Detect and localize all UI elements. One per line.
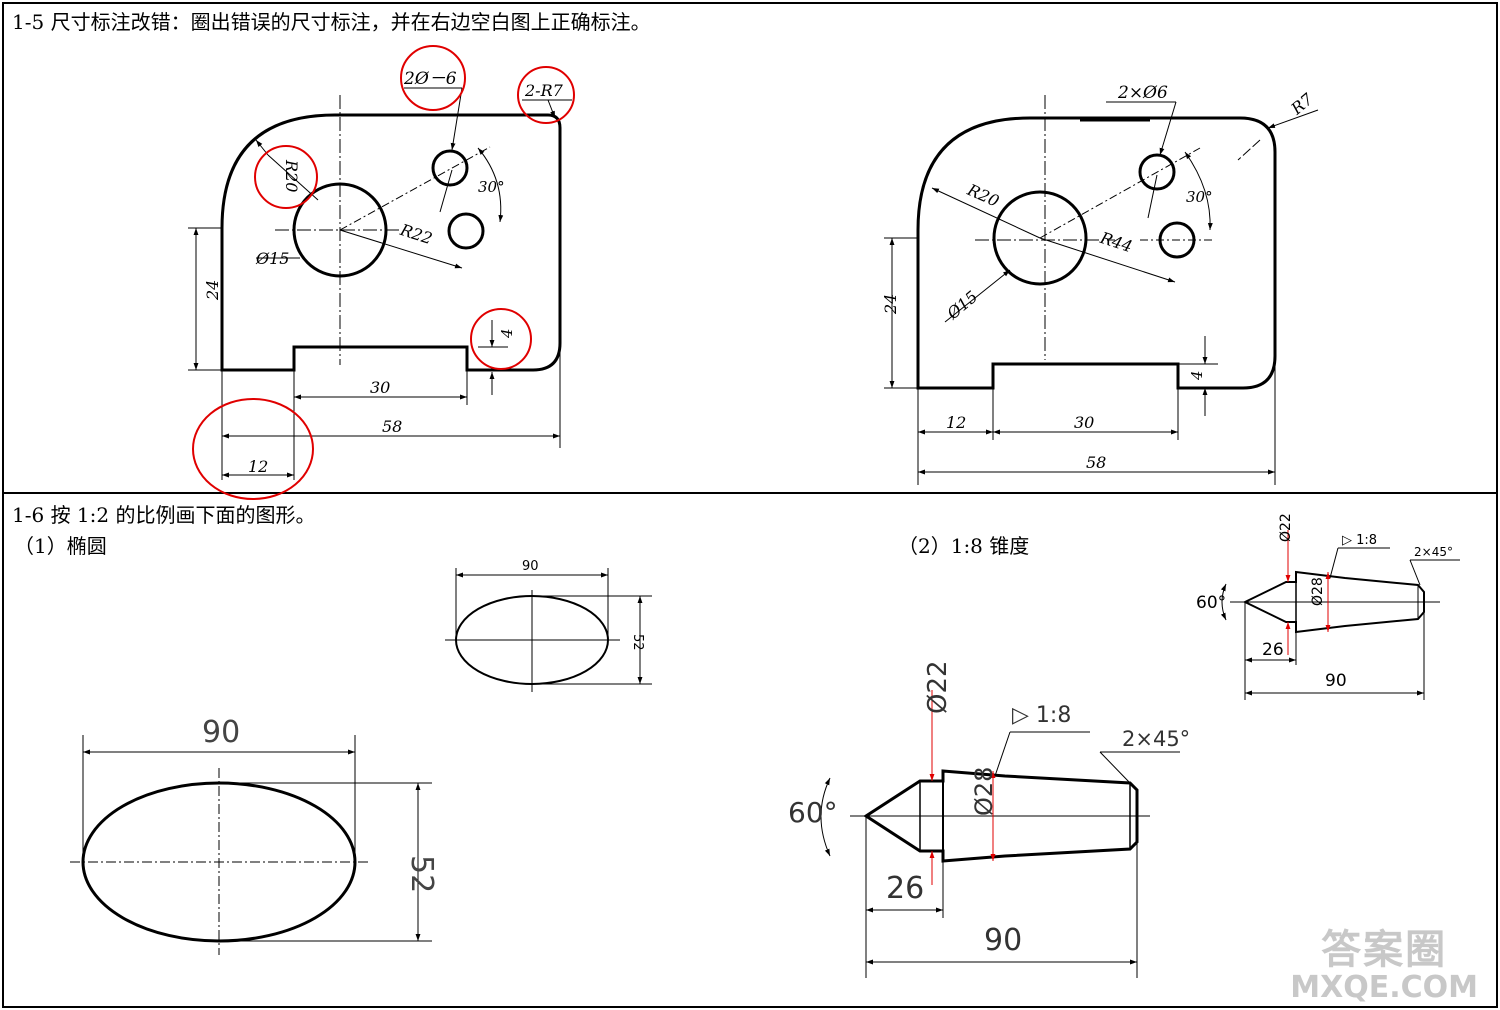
- error-circle-holes: [400, 45, 466, 111]
- ans-taper-d1-label: Ø22: [923, 660, 953, 714]
- ref-taper-total-label: 90: [1325, 671, 1347, 691]
- center-hole: [992, 190, 1088, 286]
- wrong-slot-width-label: 30: [370, 378, 390, 397]
- ans-taper-ratio-label: ▷ 1:8: [1012, 703, 1071, 728]
- ans-taper-d2-label: Ø28: [970, 767, 998, 816]
- ref-taper-ratio-label: ▷ 1:8: [1342, 533, 1377, 548]
- watermark-line-2: MXQE.COM: [1290, 970, 1478, 1005]
- part-2-label: （2）1:8 锥度: [898, 534, 1030, 558]
- correct-bolt-radius-label: R44: [1097, 228, 1135, 256]
- error-circle-step: [470, 308, 532, 370]
- wrong-total-width-label: 58: [382, 417, 402, 436]
- watermark: 答案圈 MXQE.COM: [1290, 928, 1478, 1004]
- ellipse-answer: 90 52: [70, 715, 439, 955]
- error-circle-corner: [517, 66, 575, 124]
- ans-taper-total-label: 90: [984, 923, 1022, 958]
- wrong-bolt-radius-label: R22: [397, 220, 435, 248]
- wrong-dimension-drawing: 2Ø－6 2-R7 R20 30° R22 Ø15 24 4 30 58 12: [188, 45, 575, 500]
- error-circle-arc: [254, 145, 318, 209]
- section-1-5-title: 1-5 尺寸标注改错：圈出错误的尺寸标注，并在右边空白图上正确标注。: [12, 10, 651, 34]
- wrong-left-step-label: 12: [248, 457, 268, 476]
- ans-taper-len1-label: 26: [886, 871, 924, 906]
- small-hole-1: [1138, 153, 1176, 191]
- ref-taper-d2-label: Ø28: [1310, 577, 1326, 606]
- center-hole: [292, 182, 388, 278]
- correct-slot-width-label: 30: [1074, 413, 1094, 432]
- ref-taper-d1-label: Ø22: [1278, 513, 1294, 542]
- correct-corner-radius-label: R7: [1287, 89, 1318, 119]
- ref-taper-angle-label: 60°: [1196, 593, 1226, 613]
- wrong-arc-radius-label: R20: [282, 159, 301, 192]
- taper-answer: Ø22 Ø28 ▷ 1:8 2×45° 60° 26 90: [788, 660, 1190, 978]
- correct-center-hole-label: Ø15: [943, 287, 982, 324]
- ref-taper-chamfer-label: 2×45°: [1414, 545, 1453, 559]
- error-circle-left-step: [192, 398, 314, 500]
- r22-leader: [339, 229, 463, 269]
- ans-ellipse-height-label: 52: [404, 855, 439, 893]
- correct-arc-radius-label: R20: [964, 180, 1002, 211]
- correct-holes-label: 2×Ø6: [1117, 83, 1168, 103]
- wrong-corner-radius-label: 2-R7: [524, 81, 564, 100]
- ans-taper-chamfer-label: 2×45°: [1122, 727, 1190, 751]
- ans-taper-angle-label: 60°: [788, 796, 838, 829]
- section-1-6-title: 1-6 按 1:2 的比例画下面的图形。: [12, 503, 316, 527]
- small-hole-2: [447, 212, 485, 250]
- ref-ellipse-width-label: 90: [522, 559, 539, 574]
- wrong-holes-label: 2Ø－6: [403, 69, 457, 89]
- wrong-height-label: 24: [203, 280, 222, 301]
- small-hole-1: [431, 149, 469, 187]
- correct-angle-label: 30°: [1186, 188, 1213, 206]
- taper-reference: Ø22 Ø28 ▷ 1:8 2×45° 60° 26 90: [1196, 513, 1460, 700]
- ellipse-reference: 90 52: [445, 559, 652, 692]
- section-divider: [2, 492, 1498, 494]
- ref-ellipse-height-label: 52: [630, 634, 645, 651]
- correct-total-width-label: 58: [1086, 453, 1106, 472]
- error-circles: [192, 45, 575, 500]
- ans-ellipse-width-label: 90: [202, 715, 240, 750]
- part-1-label: （1）椭圆: [14, 534, 107, 558]
- correct-left-step-label: 12: [946, 413, 966, 432]
- correct-dimension-drawing: 2×Ø6 R7 R20 30° R44 Ø15 24 4 12 30 58: [881, 83, 1319, 485]
- wrong-step-label: 4: [498, 328, 516, 339]
- wrong-center-hole-label: Ø15: [255, 249, 289, 268]
- watermark-line-1: 答案圈: [1321, 927, 1448, 973]
- correct-step-label: 4: [1188, 370, 1206, 381]
- ref-taper-len1-label: 26: [1262, 640, 1284, 660]
- correct-height-label: 24: [881, 294, 900, 315]
- plate-outline: [916, 116, 1277, 390]
- wrong-angle-label: 30°: [478, 178, 505, 196]
